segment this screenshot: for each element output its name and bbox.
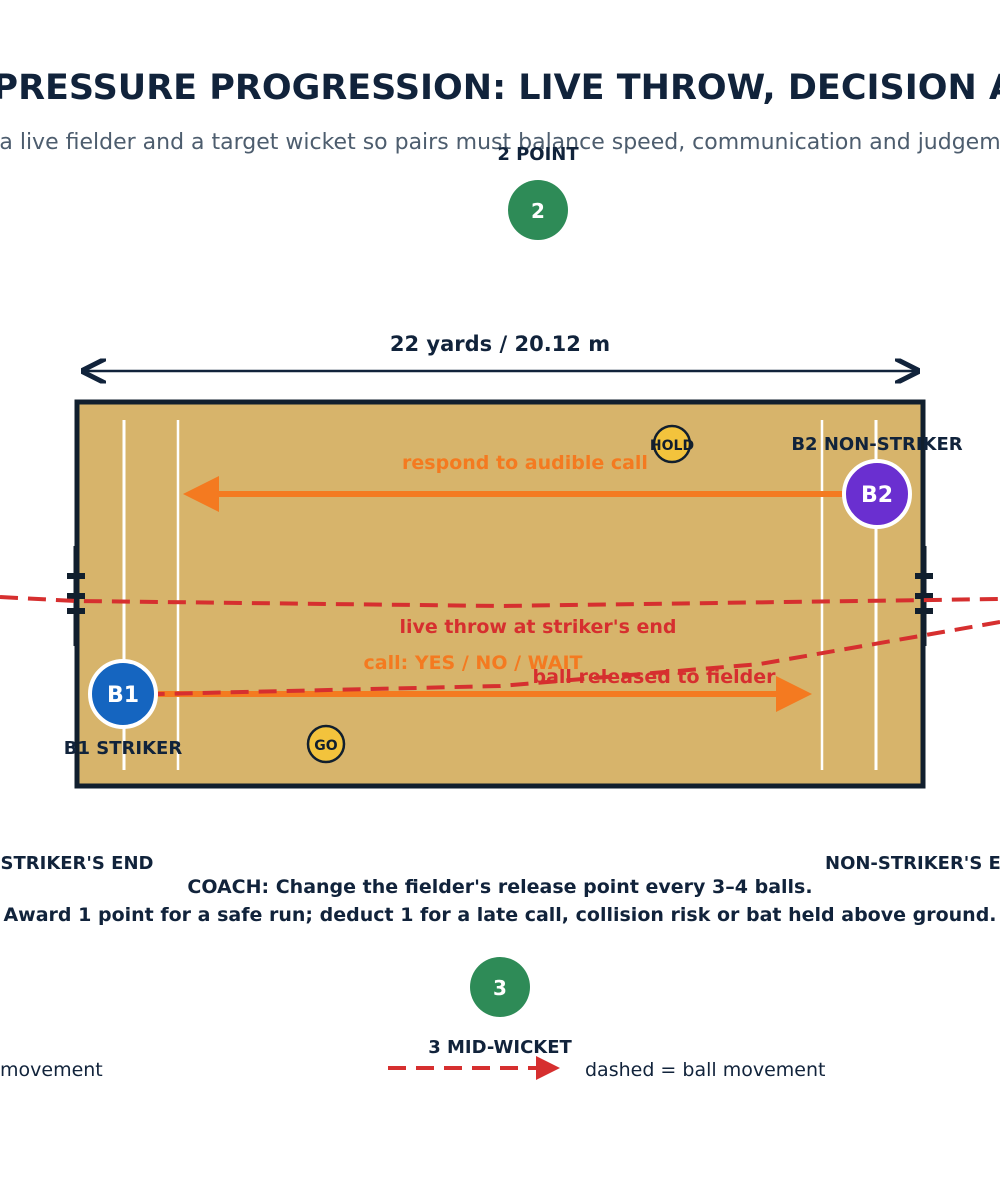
fielder-point-number: 2 xyxy=(531,199,545,223)
b2-token xyxy=(842,459,912,529)
b2-run-annotation: respond to audible call xyxy=(402,452,648,474)
fielder-point-label: 2 POINT xyxy=(497,144,579,165)
hold-token-label: HOLD xyxy=(650,438,694,454)
non-striker-wicket xyxy=(915,546,933,646)
go-token xyxy=(306,724,346,764)
legend-solid-label: movement xyxy=(0,1059,103,1081)
call-annotation: call: YES / NO / WAIT xyxy=(364,652,583,674)
b1-label: B1 STRIKER xyxy=(64,738,183,759)
coach-note-line-2: Award 1 point for a safe run; deduct 1 f… xyxy=(3,904,996,926)
b1-token xyxy=(88,659,158,729)
fielder-midwicket-token xyxy=(470,957,530,1017)
diagram-title: – PRESSURE PROGRESSION: LIVE THROW, DECI… xyxy=(0,68,1000,108)
b2-label: B2 NON-STRIKER xyxy=(791,434,962,455)
legend-dashed-label: dashed = ball movement xyxy=(585,1059,825,1081)
ball-release-path xyxy=(157,620,1000,696)
striker-wicket xyxy=(67,546,85,646)
live-throw-path xyxy=(0,595,1000,609)
fielder-point-token xyxy=(508,180,568,240)
distance-label: 22 yards / 20.12 m xyxy=(390,332,610,356)
fielder-midwicket-label: 3 MID-WICKET xyxy=(428,1037,572,1058)
live-throw-annotation: live throw at striker's end xyxy=(399,616,676,638)
hold-token xyxy=(652,424,692,464)
b1-token-label: B1 xyxy=(107,683,139,708)
pitch xyxy=(74,399,926,789)
b2-token-label: B2 xyxy=(861,483,893,508)
coach-note-line-1: COACH: Change the fielder's release poin… xyxy=(187,876,812,898)
ball-release-annotation: ball released to fielder xyxy=(532,666,776,688)
go-token-label: GO xyxy=(314,738,337,754)
diagram-subtitle: a live fielder and a target wicket so pa… xyxy=(0,130,1000,155)
striker-end-label: STRIKER'S END xyxy=(1,853,154,874)
fielder-midwicket-number: 3 xyxy=(493,976,507,1000)
non-striker-end-label: NON-STRIKER'S EN xyxy=(825,853,1000,874)
